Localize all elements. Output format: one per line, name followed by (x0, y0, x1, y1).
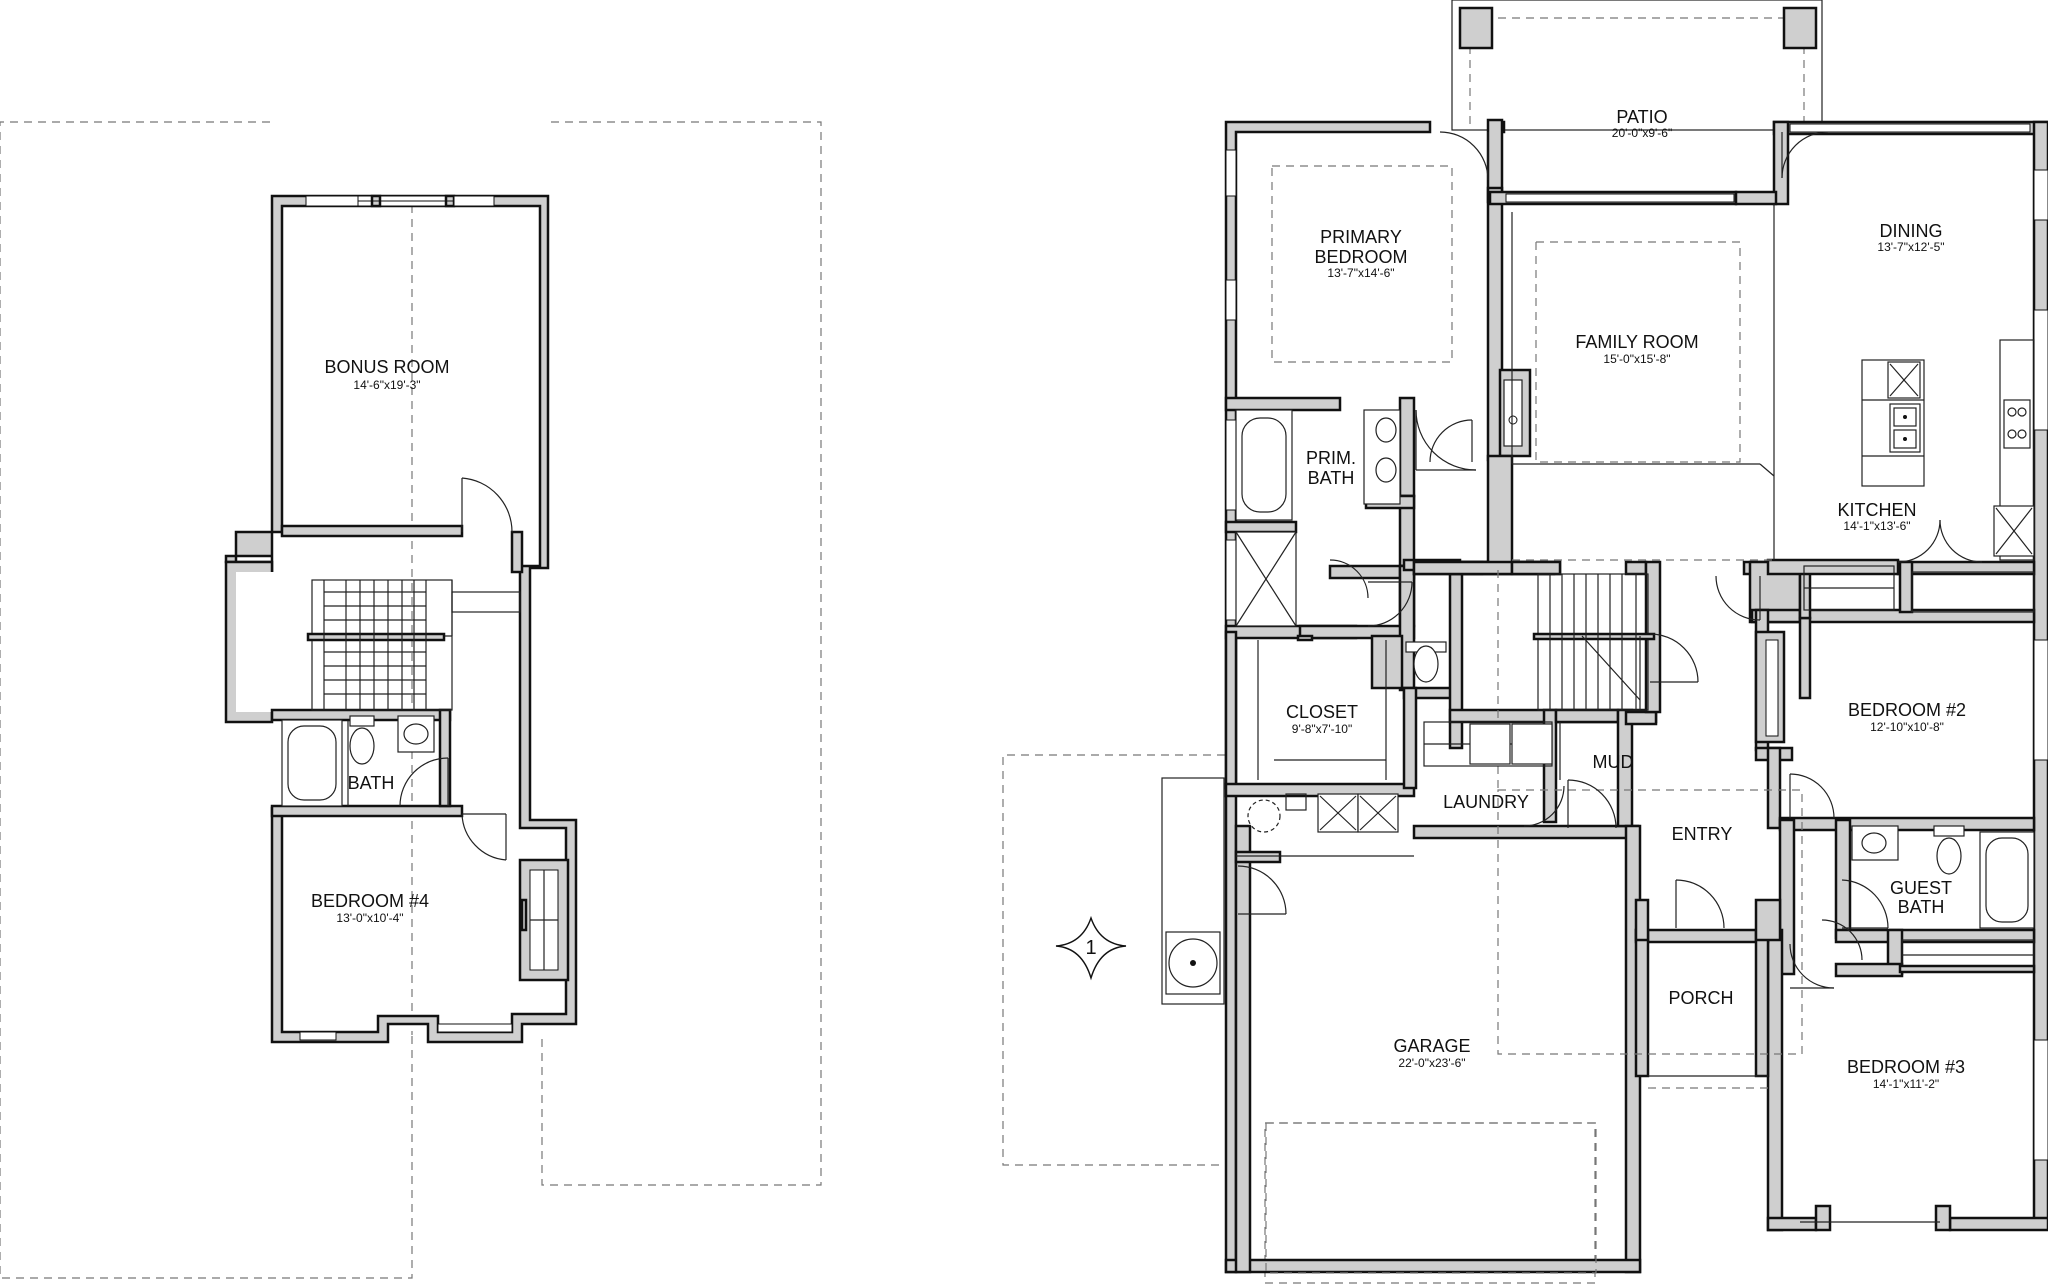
guest-bath-fixtures (1821, 825, 2035, 961)
kitchen-island (1803, 339, 2035, 613)
garage-north-wall (1412, 824, 1640, 840)
closet-west-wall (1224, 630, 1238, 790)
roof-outline-left (0, 121, 413, 1279)
bedroom3-south-wall (1948, 1216, 2048, 1232)
patio-dim: 20'-0"x9'-6" (1612, 126, 1672, 140)
entry-doors (1648, 575, 1768, 1089)
guest-bath-name-2: BATH (1898, 897, 1945, 917)
upper-south-windows (299, 1023, 513, 1041)
prim-bath-east-wall (1398, 396, 1416, 498)
prim-bath-doors (1329, 409, 1477, 627)
upper-north-windows (305, 194, 495, 208)
primary-bedroom-dim: 13'-7"x14'-6" (1327, 266, 1394, 280)
patio-structure (1451, 0, 1823, 131)
mud-name: MUD (1593, 752, 1634, 772)
main-stairs (1532, 573, 1656, 711)
closet-shelving (1257, 634, 1387, 780)
bonus-room-door (461, 477, 513, 533)
patio-doors (1439, 123, 2031, 203)
dining-dim: 13'-7"x12'-5" (1877, 240, 1944, 254)
bedroom4-name: BEDROOM #4 (311, 891, 429, 911)
entry-name: ENTRY (1672, 824, 1733, 844)
closet-dim: 9'-8"x7'-10" (1292, 722, 1352, 736)
bedroom4-door (461, 813, 507, 861)
prim-bath-name-1: PRIM. (1306, 448, 1356, 468)
family-room-name: FAMILY ROOM (1575, 332, 1698, 352)
primary-bedroom-name-2: BEDROOM (1314, 247, 1407, 267)
bath-door (399, 757, 449, 807)
bedroom3-closet (1789, 939, 2036, 1223)
guest-bath-name-1: GUEST (1890, 878, 1952, 898)
primary-entry-door (1429, 419, 1473, 463)
upper-bath-fixtures (281, 715, 435, 807)
prim-bath-fixtures (1235, 409, 1447, 683)
closet-name: CLOSET (1286, 702, 1358, 722)
garage-name: GARAGE (1393, 1036, 1470, 1056)
primary-bedroom-name-1: PRIMARY (1320, 227, 1402, 247)
bedroom4-closet (518, 858, 570, 982)
bedroom2-closet (1754, 630, 1835, 819)
primary-bedroom-south-wall (1224, 396, 1342, 412)
upper-floor-plan (0, 121, 822, 1279)
patio-name: PATIO (1616, 107, 1667, 127)
guest-bath-south-wall (1834, 928, 2036, 944)
laundry-name: LAUNDRY (1443, 792, 1529, 812)
east-windows (2033, 169, 2048, 1161)
family-west-stub (1486, 454, 1514, 568)
family-tray-ceiling (1535, 241, 1741, 463)
garage-utilities (1236, 793, 1597, 1274)
primary-tray-ceiling (1271, 165, 1453, 363)
bedroom3-dim: 14'-1"x11'-2" (1873, 1077, 1939, 1091)
upper-stairs (306, 579, 521, 711)
bedroom4-dim: 13'-0"x10'-4" (336, 911, 403, 925)
bonus-room-name: BONUS ROOM (324, 357, 449, 377)
hall-east-wall (510, 530, 524, 574)
garage-dim: 22'-0"x23'-6" (1398, 1056, 1465, 1070)
bedroom3-west-wall (1766, 928, 1784, 1232)
primary-wing-wall (1224, 120, 1432, 1274)
compass-label: 1 (1085, 937, 1096, 959)
bonus-south-wall (280, 524, 464, 538)
room-labels: BONUS ROOM 14'-6"x19'-3" BATH BEDROOM #4… (311, 107, 1966, 1091)
bedroom2-south-wall (1778, 816, 2036, 832)
dining-name: DINING (1880, 221, 1943, 241)
roof-outline-right (541, 121, 822, 1186)
kitchen-dim: 14'-1"x13'-6" (1843, 519, 1910, 533)
guest-bath-west-wall (1778, 818, 1796, 976)
kitchen-name: KITCHEN (1837, 500, 1916, 520)
bedroom2-name: BEDROOM #2 (1848, 700, 1966, 720)
prim-bath-name-2: BATH (1308, 468, 1355, 488)
bonus-room-dim: 14'-6"x19'-3" (353, 378, 420, 392)
fireplace (1498, 368, 1532, 458)
bath-name: BATH (348, 773, 395, 793)
porch-name: PORCH (1668, 988, 1733, 1008)
garage-outline (1002, 754, 1596, 1284)
bedroom2-dim: 12'-10"x10'-8" (1870, 720, 1944, 734)
laundry-fixtures (1423, 721, 1617, 829)
bedroom3-name: BEDROOM #3 (1847, 1057, 1965, 1077)
compass-star-icon (1055, 915, 1127, 981)
guest-bath-mid-wall (1834, 818, 1852, 940)
main-floor-plan (1002, 0, 2048, 1284)
family-room-dim: 15'-0"x15'-8" (1603, 352, 1670, 366)
bath-south-wall (270, 804, 464, 818)
